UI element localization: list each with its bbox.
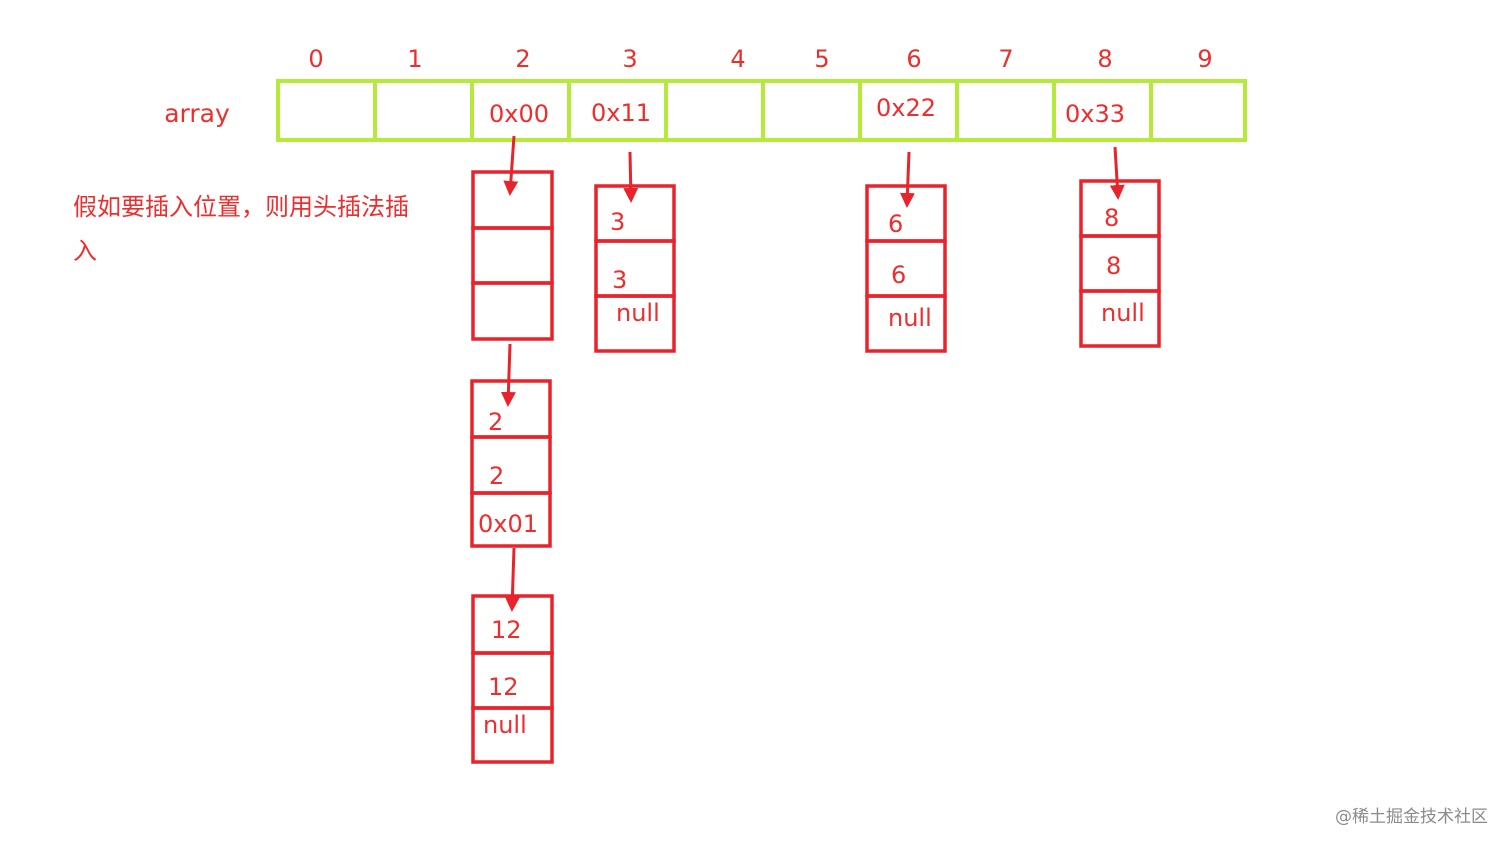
arrow-array2-to-node	[503, 135, 519, 196]
node-cell	[471, 170, 554, 230]
node-cell	[594, 239, 676, 298]
array-cell-0	[276, 79, 377, 142]
array-index-2: 2	[515, 45, 530, 73]
array-cell-6-value: 0x22	[876, 94, 936, 122]
array-index-9: 9	[1197, 45, 1212, 73]
bucket-2-node-2: 2 2 0x01	[470, 379, 552, 548]
node-cell	[1079, 289, 1161, 348]
array-cell-4	[664, 79, 765, 142]
node-next: null	[483, 711, 527, 739]
bucket-6-node-1: 6 6 null	[865, 184, 947, 353]
bucket-8-node-1: 8 8 null	[1079, 179, 1161, 348]
arrow-node-to-node-3	[504, 547, 520, 612]
node-cell	[471, 706, 554, 764]
node-next: null	[888, 304, 932, 332]
node-value: 6	[891, 261, 906, 289]
array-row	[276, 79, 1247, 142]
array-cell-2-value: 0x00	[489, 100, 549, 128]
arrow-node-to-node-2	[500, 343, 516, 407]
node-key: 2	[488, 408, 503, 436]
node-value: 2	[489, 462, 504, 490]
array-label: array	[164, 99, 230, 128]
array-index-3: 3	[622, 45, 637, 73]
node-key: 8	[1104, 204, 1119, 232]
node-key: 3	[610, 208, 625, 236]
array-cell-9	[1149, 79, 1247, 142]
node-cell	[471, 281, 554, 341]
array-index-1: 1	[407, 45, 422, 73]
arrow-array6-to-node	[899, 151, 915, 208]
node-key: 12	[491, 616, 522, 644]
array-index-6: 6	[906, 45, 921, 73]
bucket-2-node-1	[471, 170, 554, 341]
node-cell	[470, 491, 552, 548]
node-value: 8	[1106, 252, 1121, 280]
node-key: 6	[888, 210, 903, 238]
arrow-array3-to-node	[623, 151, 639, 203]
array-cell-7	[955, 79, 1056, 142]
node-next: null	[1101, 299, 1145, 327]
bucket-3-node-1: 3 3 null	[594, 184, 676, 353]
array-index-8: 8	[1097, 45, 1112, 73]
array-cell-3-value: 0x11	[591, 99, 651, 127]
node-cell	[470, 435, 552, 495]
array-cell-8-value: 0x33	[1065, 100, 1125, 128]
pointer-arrows	[500, 135, 1125, 612]
bucket-2-node-3: 12 12 null	[471, 594, 554, 764]
node-next: null	[616, 299, 660, 327]
watermark: @稀土掘金技术社区	[1335, 807, 1488, 827]
arrow-array8-to-node	[1109, 146, 1125, 200]
array-index-5: 5	[814, 45, 829, 73]
array-index-4: 4	[730, 45, 745, 73]
node-cell	[471, 226, 554, 285]
array-index-7: 7	[998, 45, 1013, 73]
insertion-note-line-2: 入	[73, 237, 97, 265]
node-value: 3	[612, 266, 627, 294]
array-index-labels: 0 1 2 3 4 5 6 7 8 9	[308, 45, 1212, 73]
array-cell-1	[373, 79, 474, 142]
node-cell	[1079, 179, 1161, 238]
node-cell	[865, 294, 947, 353]
array-index-0: 0	[308, 45, 323, 73]
node-next: 0x01	[478, 510, 538, 538]
node-cell	[470, 379, 552, 439]
insertion-note-line-1: 假如要插入位置，则用头插法插	[73, 193, 409, 221]
node-cell	[594, 294, 676, 353]
node-value: 12	[488, 673, 519, 701]
node-cell	[594, 184, 676, 243]
array-cell-5	[761, 79, 862, 142]
